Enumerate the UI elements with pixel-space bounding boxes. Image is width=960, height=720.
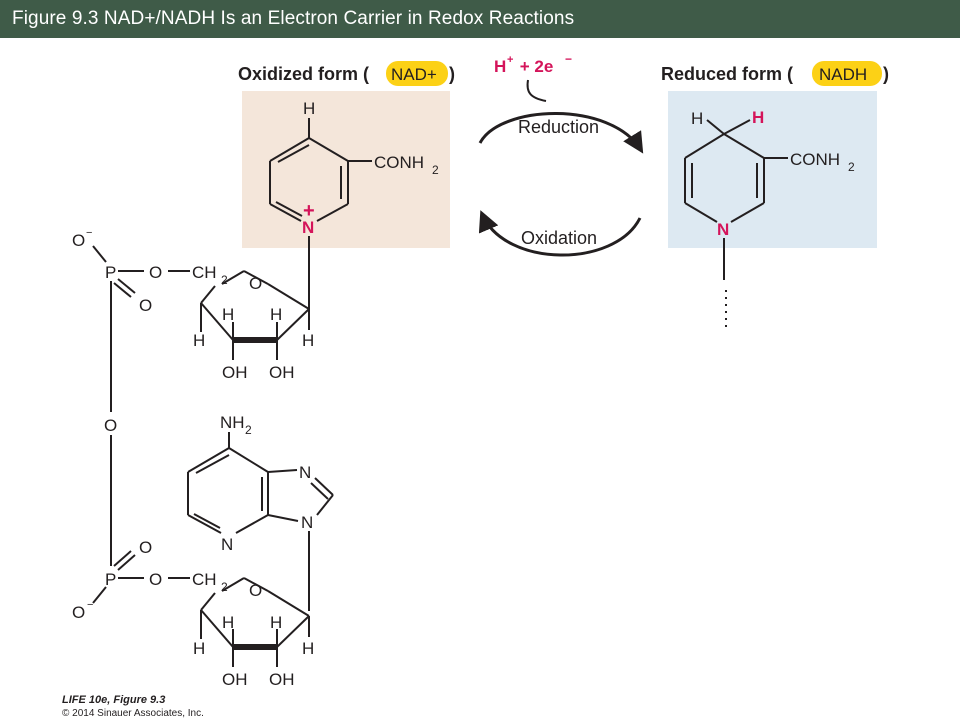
nadh-conh: CONH [790,150,840,169]
bridge-oxygen: O [104,416,117,435]
lower-o-minus: O [72,603,85,622]
adenine-n7: N [299,463,311,482]
upper-o-minus: O [72,231,85,250]
upper-phosphorus: P [105,263,116,282]
upper-ester-o: O [149,263,162,282]
nadh-new-hydrogen: H [752,108,764,127]
nad-conh: CONH [374,153,424,172]
lower-double-o: O [139,538,152,557]
lower-ribose-oh1: OH [222,670,248,689]
adenine-nh2-sub: 2 [245,423,252,437]
nad-plus-ring [269,118,372,309]
upper-ch2: CH [192,263,217,282]
nadh-ring [684,119,788,332]
lower-ring-o: O [249,581,262,600]
lower-ch2-sub: 2 [221,580,228,594]
electron-charge: − [565,52,572,66]
reduced-close-paren: ) [883,64,889,84]
nadh-label: NADH [819,65,867,84]
lower-ch2: CH [192,570,217,589]
electron-entry-curve [526,79,547,102]
proton-symbol: H [494,57,506,76]
credit-title: LIFE 10e, Figure 9.3 [62,694,165,706]
upper-ribose-h1: H [222,305,234,324]
upper-ribose-h3: H [193,331,205,350]
lower-ribose-h2: H [270,613,282,632]
figure-title: Figure 9.3 NAD+/NADH Is an Electron Carr… [12,8,575,29]
upper-ribose-h4: H [302,331,314,350]
upper-o-charge: − [86,227,92,239]
oxidized-form-box [242,91,450,248]
lower-ribose-oh2: OH [269,670,295,689]
upper-ribose-oh2: OH [269,363,295,382]
nad-ring-h: H [303,99,315,118]
oxidation-arrow [478,210,642,257]
reduced-form-box [668,91,877,248]
adenine-base [187,432,334,611]
oxidation-label: Oxidation [521,228,597,248]
lower-ribose-h4: H [302,639,314,658]
nad-positive-charge: + [303,200,315,222]
nad-plus-label: NAD+ [391,65,437,84]
lower-phosphate [92,550,190,604]
upper-double-o: O [139,296,152,315]
upper-ribose-h2: H [270,305,282,324]
upper-ribose-oh1: OH [222,363,248,382]
nadh-ring-h: H [691,109,703,128]
upper-phosphate [92,245,190,412]
lower-o-charge: − [87,599,93,611]
two-electrons: + 2e [515,57,553,76]
nad-nitrogen: N [302,218,314,237]
proton-charge: + [507,54,513,66]
upper-ring-o: O [249,274,262,293]
nadh-highlight [812,61,882,86]
adenine-n9: N [301,513,313,532]
upper-ribose [200,270,310,360]
title-bar: Figure 9.3 NAD+/NADH Is an Electron Carr… [0,0,960,38]
oxidized-form-header: Oxidized form ( NAD+ ) [238,61,455,86]
lower-ribose-h3: H [193,639,205,658]
adenine-n1: N [221,535,233,554]
reduced-form-header: Reduced form ( NADH ) [661,61,889,86]
lower-ribose [200,577,310,667]
reduced-form-label: Reduced form ( [661,64,793,84]
electron-pair-label: H + + 2e − [494,52,572,76]
reduction-label: Reduction [518,117,599,137]
lower-ester-o: O [149,570,162,589]
oxidized-form-label: Oxidized form ( [238,64,369,84]
adenine-nh2: NH [220,413,245,432]
nadh-nitrogen: N [717,220,729,239]
oxidized-close-paren: ) [449,64,455,84]
nad-conh-sub: 2 [432,163,439,177]
upper-ch2-sub: 2 [221,273,228,287]
lower-phosphorus: P [105,570,116,589]
credit-copyright: © 2014 Sinauer Associates, Inc. [62,708,204,719]
reduction-arrow [478,112,644,154]
nad-plus-highlight [386,61,448,86]
nad-redox-diagram: Oxidized form ( NAD+ ) Reduced form ( NA… [62,52,889,719]
nadh-conh-sub: 2 [848,160,855,174]
lower-ribose-h1: H [222,613,234,632]
